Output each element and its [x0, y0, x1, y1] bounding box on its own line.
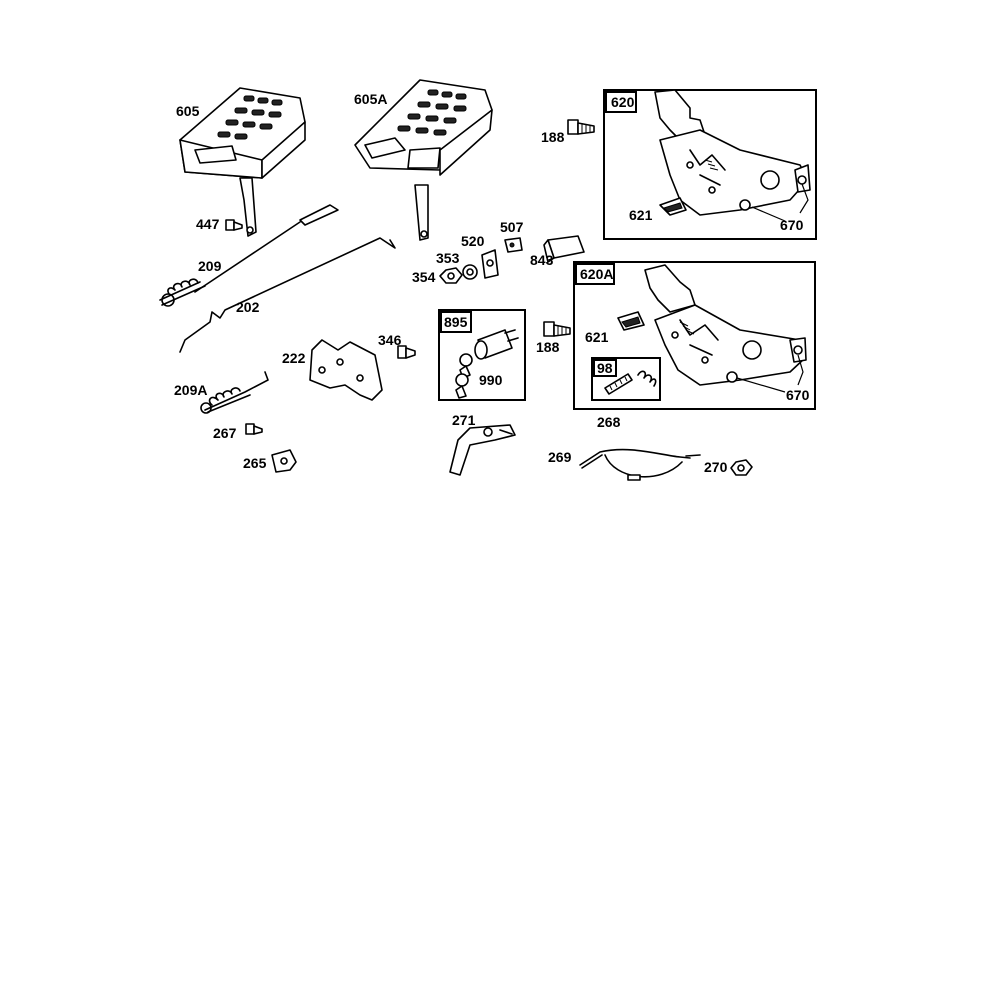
label-269: 269 [548, 449, 572, 465]
label-188-lower: 188 [536, 339, 560, 355]
label-670-lower: 670 [786, 387, 810, 403]
label-271: 271 [452, 412, 476, 428]
label-268: 268 [597, 414, 621, 430]
label-265: 265 [243, 455, 267, 471]
part-268-cable [579, 448, 701, 481]
label-188-upper: 188 [541, 129, 565, 145]
part-605-pedal-pad [179, 87, 306, 237]
label-222: 222 [282, 350, 306, 366]
part-188-bolt-lower [543, 321, 571, 337]
part-620-assembly-box [603, 89, 817, 240]
part-265-clip [271, 449, 297, 473]
part-895-ignition-box [438, 309, 526, 401]
label-895: 895 [444, 314, 468, 330]
label-209A: 209A [174, 382, 207, 398]
label-520: 520 [461, 233, 485, 249]
part-222-bracket [309, 339, 383, 401]
part-188-bolt-upper [567, 119, 595, 135]
label-620: 620 [611, 94, 635, 110]
label-670-upper: 670 [780, 217, 804, 233]
label-267: 267 [213, 425, 237, 441]
label-447: 447 [196, 216, 220, 232]
label-202: 202 [236, 299, 260, 315]
part-507-connector [504, 237, 523, 253]
part-209-spring-rod [159, 204, 339, 307]
label-354: 354 [412, 269, 436, 285]
label-621-upper: 621 [629, 207, 653, 223]
label-98: 98 [597, 360, 613, 376]
part-353-washer [462, 264, 478, 280]
label-843: 843 [530, 252, 554, 268]
label-621-lower: 621 [585, 329, 609, 345]
label-990: 990 [479, 372, 503, 388]
part-270-nut [730, 459, 753, 476]
label-346: 346 [378, 332, 402, 348]
part-267-screw [245, 423, 263, 435]
part-447-screw [225, 219, 243, 231]
part-209A-spring [200, 371, 269, 414]
label-353: 353 [436, 250, 460, 266]
part-520-bracket [481, 249, 499, 279]
label-270: 270 [704, 459, 728, 475]
part-202-rod [179, 237, 396, 353]
label-209: 209 [198, 258, 222, 274]
part-605A-pedal-pad [354, 79, 493, 241]
part-271-lever [449, 424, 516, 476]
label-620A: 620A [580, 266, 613, 282]
part-843-boot [543, 235, 585, 263]
label-605A: 605A [354, 91, 387, 107]
label-507: 507 [500, 219, 524, 235]
part-620A-assembly-box [573, 261, 816, 410]
part-354-nut [439, 267, 463, 284]
part-346-screw [397, 345, 416, 359]
label-605: 605 [176, 103, 200, 119]
